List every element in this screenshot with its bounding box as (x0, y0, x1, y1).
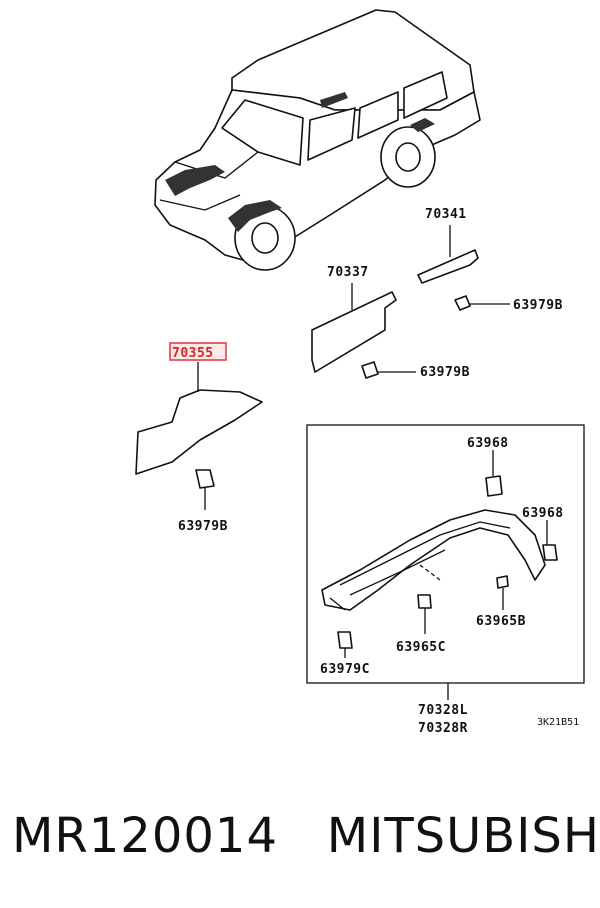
fastener-63979b-middle (361, 361, 416, 379)
fastener-63979b-lower (195, 469, 215, 510)
vehicle-illustration (154, 9, 481, 271)
footer-spacer (278, 808, 327, 864)
label-63979b-middle[interactable]: 63979B (420, 365, 470, 380)
label-63979c[interactable]: 63979C (320, 662, 370, 677)
fastener-63965b (419, 564, 509, 610)
label-63968-top[interactable]: 63968 (467, 436, 509, 451)
label-63965b[interactable]: 63965B (476, 614, 526, 629)
part-70355 (135, 362, 263, 475)
label-70328r[interactable]: 70328R (418, 721, 468, 736)
clip-63968-right (542, 520, 558, 561)
clip-63968-top (485, 450, 503, 497)
parts-diagram: 70341 70337 63979B 63979B 70355 63979B (135, 9, 585, 736)
fastener-63979b-upper (454, 295, 510, 311)
fastener-63979c (337, 631, 353, 658)
part-70328-fender-liner (321, 509, 546, 611)
footer-caption: MR120014 MITSUBISHI (12, 808, 600, 864)
label-70337[interactable]: 70337 (327, 265, 369, 280)
diagram-code: 3K21B51 (537, 717, 579, 728)
label-63979b-upper[interactable]: 63979B (513, 298, 563, 313)
label-63979b-lower[interactable]: 63979B (178, 519, 228, 534)
part-70337 (311, 283, 397, 373)
part-70341 (417, 225, 479, 284)
inset-box (306, 424, 585, 684)
label-70341[interactable]: 70341 (425, 207, 467, 222)
highlight-box (169, 342, 227, 361)
label-63965c[interactable]: 63965C (396, 640, 446, 655)
footer-brand: MITSUBISHI (326, 808, 600, 864)
footer-part-number: MR120014 (12, 808, 278, 864)
label-70328l[interactable]: 70328L (418, 703, 468, 718)
fastener-63965c (417, 594, 432, 634)
label-63968-right[interactable]: 63968 (522, 506, 564, 521)
label-70355-highlighted[interactable]: 70355 (172, 346, 214, 361)
